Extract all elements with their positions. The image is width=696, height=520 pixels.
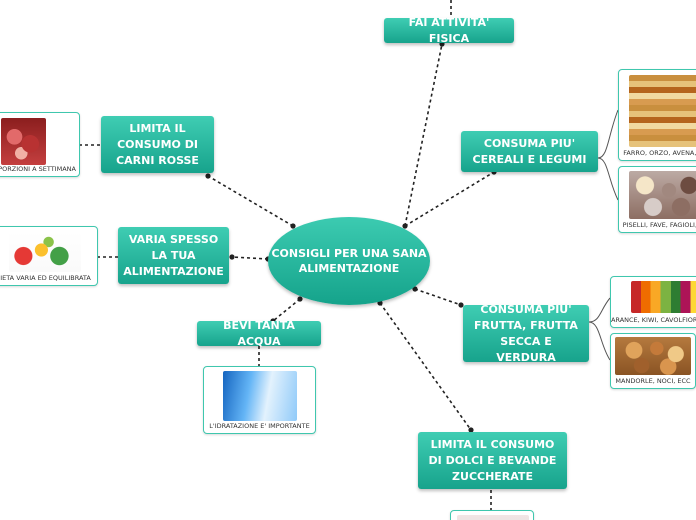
legumes-image [629, 171, 696, 219]
node-dolci-label: LIMITA IL CONSUMO DI DOLCI E BEVANDE ZUC… [428, 437, 557, 483]
node-cereali-label: CONSUMA PIU' CEREALI E LEGUMI [472, 136, 587, 166]
connector-cereali [404, 171, 495, 227]
card-varia-caption: DIETA VARIA ED EQUILIBRATA [0, 274, 91, 282]
card-frutta-secca-caption: MANDORLE, NOCI, ECC [615, 377, 691, 385]
water-image [223, 371, 297, 421]
card-cereali[interactable]: FARRO, ORZO, AVENA, ... [618, 69, 696, 161]
node-varia-label: VARIA SPESSO LA TUA ALIMENTAZIONE [123, 232, 224, 278]
meat-image [1, 118, 46, 165]
sweets-image [457, 515, 529, 520]
connector-frutta [414, 288, 462, 306]
card-frutta[interactable]: ARANCE, KIWI, CAVOLFIORI, ... [610, 276, 696, 328]
card-acqua[interactable]: L'IDRATAZIONE E' IMPORTANTE [203, 366, 316, 434]
bracket-frutta [588, 297, 611, 323]
central-node-label: CONSIGLI PER UNA SANA ALIMENTAZIONE [271, 247, 427, 275]
card-cereali-caption: FARRO, ORZO, AVENA, ... [623, 149, 696, 157]
node-acqua[interactable]: BEVI TANTA ACQUA [197, 319, 321, 348]
card-frutta-secca[interactable]: MANDORLE, NOCI, ECC [610, 333, 696, 389]
node-carni-label: LIMITA IL CONSUMO DI CARNI ROSSE [116, 121, 199, 167]
connector-dolci [379, 302, 472, 431]
vegetables-image [9, 232, 81, 272]
card-carni-caption: 2 PORZIONI A SETTIMANA [0, 165, 76, 173]
node-attivita-label: FAI ATTIVITA' FISICA [408, 15, 490, 45]
nuts-image [615, 337, 691, 375]
card-acqua-caption: L'IDRATAZIONE E' IMPORTANTE [209, 422, 310, 430]
bracket-frutta-secca [588, 321, 611, 361]
node-carni-rosse[interactable]: LIMITA IL CONSUMO DI CARNI ROSSE [101, 116, 214, 173]
bracket-legumi [597, 157, 619, 201]
connector-varia [231, 256, 269, 260]
card-varia[interactable]: DIETA VARIA ED EQUILIBRATA [0, 226, 98, 286]
central-node[interactable]: CONSIGLI PER UNA SANA ALIMENTAZIONE [268, 217, 430, 305]
node-dolci-bevande[interactable]: LIMITA IL CONSUMO DI DOLCI E BEVANDE ZUC… [418, 432, 567, 489]
node-acqua-label: BEVI TANTA ACQUA [223, 318, 295, 348]
node-frutta-verdura[interactable]: CONSUMA PIU' FRUTTA, FRUTTA SECCA E VERD… [463, 303, 589, 364]
node-varia-alimentazione[interactable]: VARIA SPESSO LA TUA ALIMENTAZIONE [118, 227, 229, 284]
connector-attivita [404, 43, 443, 227]
card-legumi[interactable]: PISELLI, FAVE, FAGIOLI, ... [618, 166, 696, 233]
node-attivita-fisica[interactable]: FAI ATTIVITA' FISICA [384, 16, 514, 45]
card-carni[interactable]: 2 PORZIONI A SETTIMANA [0, 112, 80, 177]
connector-carni [207, 175, 294, 227]
node-cereali-legumi[interactable]: CONSUMA PIU' CEREALI E LEGUMI [461, 131, 598, 172]
grains-image [629, 75, 696, 147]
fruit-image [631, 281, 696, 313]
card-dolci[interactable] [450, 510, 534, 520]
card-frutta-caption: ARANCE, KIWI, CAVOLFIORI, ... [611, 316, 696, 324]
bracket-cereali [597, 109, 619, 159]
card-legumi-caption: PISELLI, FAVE, FAGIOLI, ... [622, 221, 696, 229]
node-frutta-label: CONSUMA PIU' FRUTTA, FRUTTA SECCA E VERD… [474, 302, 578, 364]
